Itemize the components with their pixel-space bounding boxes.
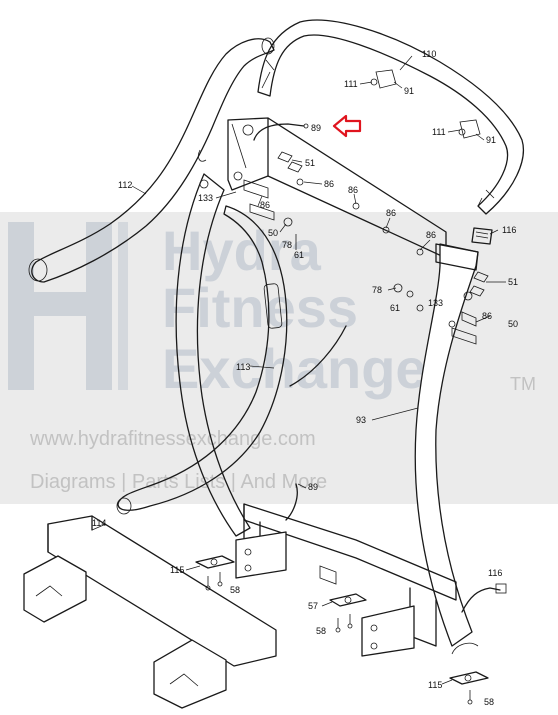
callout-labels: 110 111 91 111 91 89 51 86 112 133 86 86… xyxy=(92,49,518,707)
middle-handlebar-part-113 xyxy=(116,205,288,515)
callout-114: 114 xyxy=(92,518,106,528)
callout-115: 115 xyxy=(428,680,442,690)
watermark-brand-line3: Exchange xyxy=(162,337,427,400)
callout-78: 78 xyxy=(282,240,292,250)
callout-58: 58 xyxy=(316,626,326,636)
callout-86: 86 xyxy=(260,200,270,210)
right-upright-part-93 xyxy=(414,243,479,655)
hardware-right xyxy=(393,271,489,345)
callout-86: 86 xyxy=(386,208,396,218)
leveling-pads-115-57 xyxy=(195,555,489,685)
callout-116: 116 xyxy=(502,225,516,235)
callout-51: 51 xyxy=(508,277,518,287)
callout-86: 86 xyxy=(482,311,492,321)
watermark-logo xyxy=(8,222,128,390)
watermark-url: www.hydrafitnessexchange.com xyxy=(29,428,316,450)
callout-86: 86 xyxy=(348,185,358,195)
highlight-arrow-icon xyxy=(332,114,362,138)
upper-handlebar-part-110 xyxy=(257,19,524,215)
hardware-top-brackets xyxy=(370,69,481,139)
leader-lines xyxy=(91,55,506,685)
callout-91: 91 xyxy=(404,86,414,96)
watermark-tagline: Diagrams | Parts Lists | And More xyxy=(30,471,327,493)
callout-57: 57 xyxy=(308,601,318,611)
watermark-brand-line1: Hydra xyxy=(162,219,322,282)
callout-58: 58 xyxy=(484,697,494,707)
callout-111: 111 xyxy=(344,79,358,89)
callout-91: 91 xyxy=(486,135,496,145)
callout-133: 133 xyxy=(428,298,443,308)
callout-112: 112 xyxy=(118,180,132,190)
callout-86: 86 xyxy=(324,179,334,189)
callout-61: 61 xyxy=(294,250,304,260)
cable-part-89 xyxy=(253,123,347,521)
base-frame xyxy=(235,503,457,657)
callout-93: 93 xyxy=(356,415,366,425)
callout-51: 51 xyxy=(305,158,315,168)
callout-115: 115 xyxy=(170,565,184,575)
screws-part-58 xyxy=(205,572,473,705)
watermark-brand-line2: Fitness xyxy=(162,276,358,339)
callout-86: 86 xyxy=(426,230,436,240)
callout-111: 111 xyxy=(432,127,446,137)
callout-113: 113 xyxy=(236,362,250,372)
callout-50: 50 xyxy=(268,228,278,238)
watermark-trademark: TM xyxy=(510,374,536,394)
hardware-upper-left xyxy=(199,151,424,256)
treadmill-upright-assembly xyxy=(23,19,524,709)
callout-50: 50 xyxy=(508,319,518,329)
callout-116: 116 xyxy=(488,568,502,578)
left-handlebar-part-112 xyxy=(28,37,275,283)
wire-harness-part-116 xyxy=(461,227,507,613)
callout-89: 89 xyxy=(311,123,321,133)
callout-89: 89 xyxy=(308,482,318,492)
callout-133: 133 xyxy=(198,193,213,203)
callout-61: 61 xyxy=(390,303,400,313)
callout-78: 78 xyxy=(372,285,382,295)
base-crossmember-part-114 xyxy=(23,515,277,709)
left-upright-tube xyxy=(175,173,251,537)
callout-58: 58 xyxy=(230,585,240,595)
callout-110: 110 xyxy=(422,49,436,59)
